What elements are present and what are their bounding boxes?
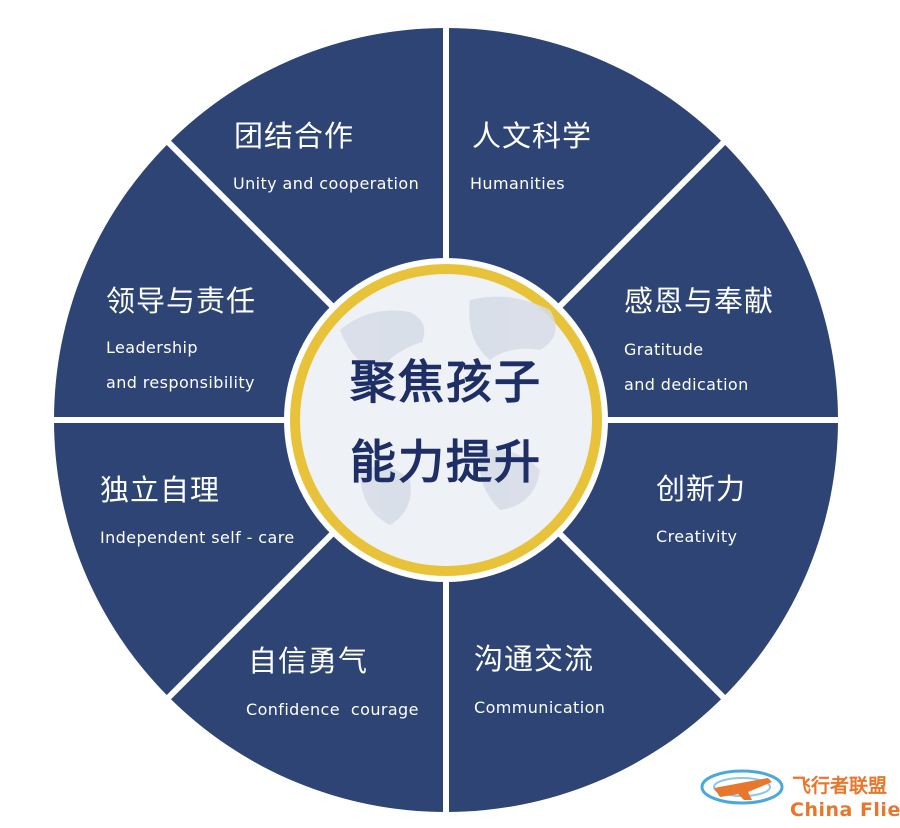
segment-gratitude-en-line2: and dedication [624, 375, 749, 394]
segment-unity-zh: 团结合作 [234, 119, 354, 153]
segment-leadership-en-line2: and responsibility [106, 373, 255, 392]
segment-leadership-en-line1: Leadership [106, 338, 198, 357]
segment-leadership-zh: 领导与责任 [106, 284, 256, 318]
segment-confidence: 自信勇气 Confidence courage [246, 644, 419, 719]
segment-creativity: 创新力 Creativity [656, 472, 746, 546]
segment-independent-en: Independent self - care [100, 528, 295, 547]
segment-confidence-zh: 自信勇气 [248, 644, 368, 678]
segment-humanities-en: Humanities [470, 174, 565, 193]
segment-unity-en: Unity and cooperation [233, 174, 419, 193]
segment-confidence-en: Confidence courage [246, 700, 419, 719]
segment-communication-zh: 沟通交流 [474, 642, 594, 676]
center-hub: 聚焦孩子 能力提升 [284, 258, 608, 582]
segment-gratitude-zh: 感恩与奉献 [624, 284, 774, 318]
segment-independent-zh: 独立自理 [100, 473, 220, 507]
segment-creativity-en: Creativity [656, 527, 737, 546]
segment-independent: 独立自理 Independent self - care [100, 473, 295, 547]
center-title-line1: 聚焦孩子 [349, 355, 542, 409]
airplane-logo-icon [700, 769, 784, 805]
world-map-decoration [340, 296, 556, 525]
watermark-zh: 飞行者联盟 [792, 774, 887, 797]
center-title-line2: 能力提升 [350, 435, 542, 489]
segment-creativity-zh: 创新力 [656, 472, 746, 506]
watermark-logo: 飞行者联盟 China Flier [700, 769, 900, 821]
segment-communication-en: Communication [474, 698, 605, 717]
watermark-en: China Flier [790, 799, 900, 821]
segment-leadership: 领导与责任 Leadership and responsibility [106, 284, 256, 392]
segment-gratitude: 感恩与奉献 Gratitude and dedication [624, 284, 774, 394]
segment-humanities-zh: 人文科学 [472, 119, 592, 153]
segment-unity: 团结合作 Unity and cooperation [233, 119, 419, 193]
segment-communication: 沟通交流 Communication [474, 642, 605, 717]
segment-gratitude-en-line1: Gratitude [624, 340, 704, 359]
segment-humanities: 人文科学 Humanities [470, 119, 592, 193]
